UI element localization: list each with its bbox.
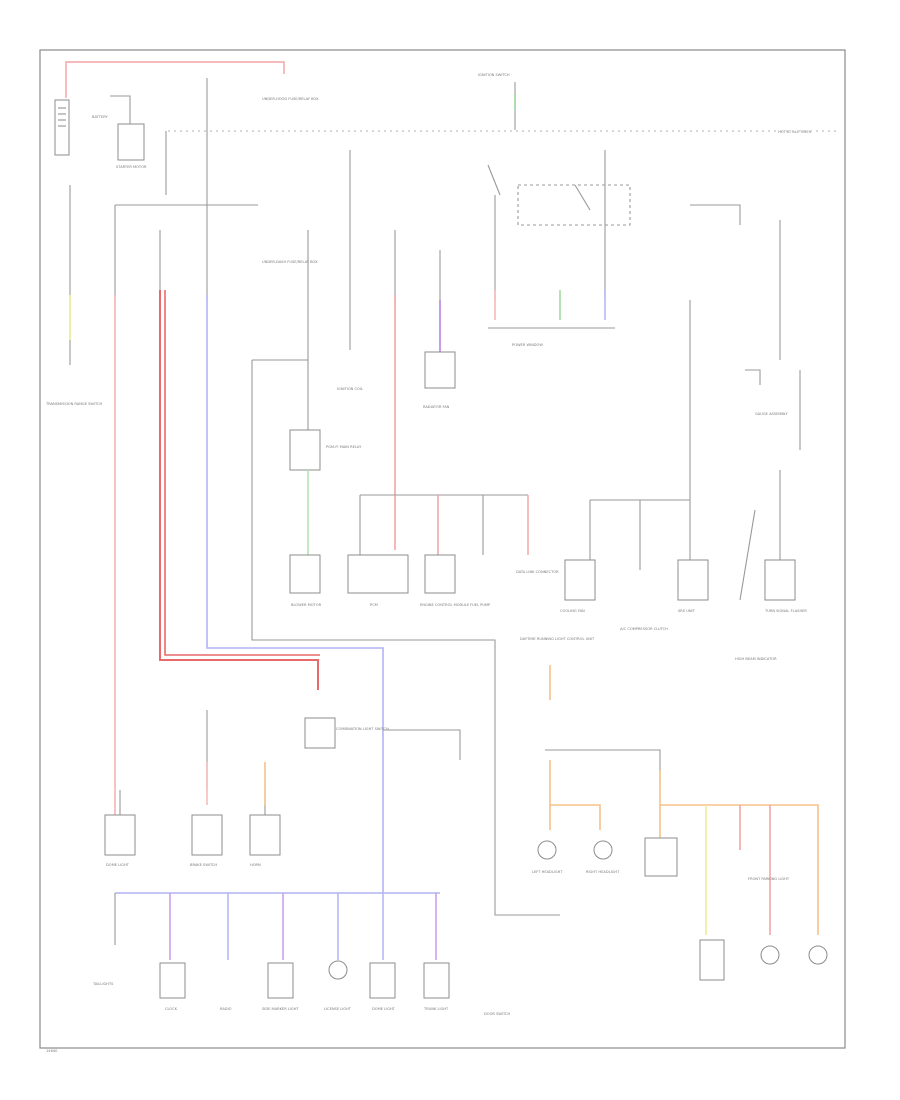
high-beam-label: HIGH BEAM INDICATOR — [735, 657, 777, 661]
pcm-label: PCM — [370, 603, 378, 607]
radiator-fan-label: RADIATOR FAN — [423, 405, 450, 409]
transmission-range-label: TRANSMISSION RANGE SWITCH — [45, 402, 103, 406]
cooling-fan — [564, 559, 596, 601]
daytime-running-label: DAYTIME RUNNING LIGHT CONTROL UNIT — [520, 637, 595, 641]
right-headlight — [593, 840, 613, 860]
brake-switch-box — [191, 814, 223, 856]
high-beam-unit — [644, 837, 678, 877]
starter-label: STARTER MOTOR — [116, 165, 147, 169]
turn-signal-flasher — [764, 559, 796, 601]
right-headlight-label: RIGHT HEADLIGHT — [586, 870, 620, 874]
radio-box — [249, 814, 281, 856]
battery-label: BATTERY — [92, 115, 109, 119]
hot-at-all-times-label: HOT AT ALL TIMES — [778, 130, 812, 134]
clock-label: CLOCK — [165, 1007, 178, 1011]
door-switch-label: DOOR SWITCH — [484, 1012, 510, 1016]
starter-motor — [110, 95, 145, 161]
parking-light-left — [699, 939, 725, 981]
a-c-compressor-label: A/C COMPRESSOR CLUTCH — [620, 627, 668, 631]
data-link-label: DATA LINK CONNECTOR — [516, 570, 559, 574]
radio-label: RADIO — [220, 1007, 232, 1011]
srs-unit — [677, 559, 709, 601]
dome-light-label: DOME LIGHT — [106, 863, 130, 867]
license-light — [328, 960, 348, 980]
figure-id: 14640 — [46, 1049, 58, 1053]
engine-control-label: ENGINE CONTROL MODULE — [420, 603, 470, 607]
battery — [54, 99, 70, 156]
pcm — [347, 554, 409, 594]
trunk-light — [423, 962, 450, 999]
ignition-coil-label: IGNITION COIL — [337, 387, 363, 391]
front-parking-label: FRONT PARKING LIGHT — [748, 877, 790, 881]
side-marker-right — [808, 945, 828, 965]
under-hood-box-label: UNDER-HOOD FUSE/RELAY BOX — [262, 97, 319, 101]
power-window-label: POWER WINDOW — [512, 343, 543, 347]
dome-light — [369, 962, 396, 999]
trunk-light-label: TRUNK LIGHT — [423, 1007, 449, 1011]
clock — [159, 962, 186, 999]
gauge-assembly-label: GAUGE ASSEMBLY — [755, 412, 788, 416]
left-headlight — [537, 840, 557, 860]
radio — [267, 962, 294, 999]
combination-switch-label: COMBINATION LIGHT SWITCH — [336, 727, 389, 731]
ignition-switch-label: IGNITION SWITCH — [478, 73, 510, 77]
red-feed-top — [65, 61, 285, 98]
engine-control-module — [424, 554, 456, 594]
tail-lights-label: TAILLIGHTS — [92, 982, 114, 986]
left-headlight-label: LEFT HEADLIGHT — [532, 870, 563, 874]
brake-switch-label: BRAKE SWITCH — [190, 863, 217, 867]
cooling-fan-label: COOLING FAN — [560, 609, 585, 613]
gauge-box — [104, 814, 136, 856]
blower-label: BLOWER MOTOR — [291, 603, 322, 607]
blower-motor — [289, 554, 321, 594]
turn-signal-label: TURN SIGNAL FLASHER — [764, 609, 807, 613]
pgm-fi-relay — [289, 429, 321, 471]
diagram-frame — [39, 49, 846, 1049]
fuel-pump-label: FUEL PUMP — [470, 603, 491, 607]
side-marker-left — [760, 945, 780, 965]
srs-label: SRS UNIT — [678, 609, 696, 613]
dome-light-label-bottom: DOME LIGHT — [372, 1007, 396, 1011]
radiator-fan-motor — [424, 351, 456, 389]
horn-label: HORN — [250, 863, 261, 867]
under-dash-box-label: UNDER-DASH FUSE/RELAY BOX — [262, 260, 318, 264]
pgm-fi-label: PGM-FI MAIN RELAY — [326, 445, 362, 449]
license-light-label: LICENSE LIGHT — [324, 1007, 352, 1011]
side-marker-label: SIDE MARKER LIGHT — [262, 1007, 299, 1011]
combination-switch — [304, 717, 336, 749]
